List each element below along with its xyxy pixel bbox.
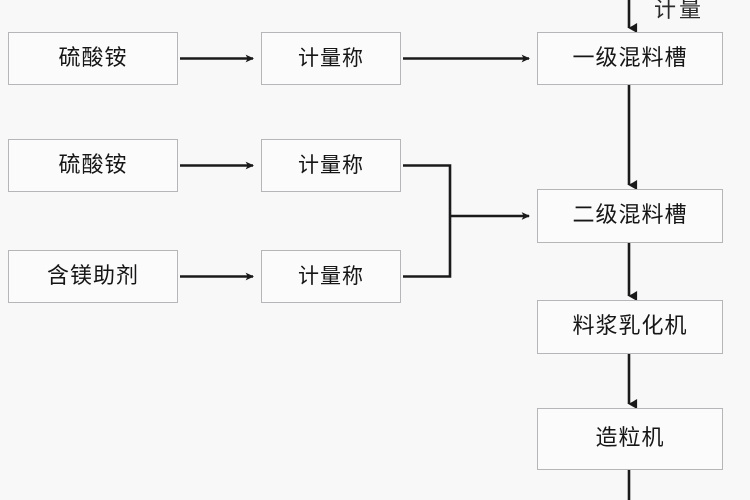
node-ammonium-sulfate-1[interactable]: 硫酸铵 (8, 32, 178, 85)
node-metering-scale-3[interactable]: 计量称 (261, 250, 401, 303)
node-metering-scale-2[interactable]: 计量称 (261, 139, 401, 192)
node-secondary-mixing-tank[interactable]: 二级混料槽 (537, 189, 723, 243)
edge-scales-merge-to-secondary-mixer (403, 164, 530, 278)
node-ammonium-sulfate-2[interactable]: 硫酸铵 (8, 139, 178, 192)
node-label: 含镁助剂 (46, 263, 139, 289)
node-magnesium-additive[interactable]: 含镁助剂 (8, 250, 178, 303)
node-label: 一级混料槽 (572, 45, 688, 71)
node-label: 计量称 (298, 153, 364, 177)
node-metering-scale-1[interactable]: 计量称 (261, 32, 401, 85)
node-granulator[interactable]: 造粒机 (537, 408, 723, 470)
node-label: 计量称 (298, 264, 364, 288)
node-label: 计量称 (298, 46, 364, 70)
node-label: 二级混料槽 (572, 203, 688, 228)
node-label: 硫酸铵 (58, 152, 128, 178)
partial-metering-label: 计量 (654, 0, 705, 23)
node-primary-mixing-tank[interactable]: 一级混料槽 (537, 32, 723, 85)
node-slurry-emulsifier[interactable]: 料浆乳化机 (537, 300, 723, 354)
node-label: 硫酸铵 (58, 45, 128, 71)
node-label: 料浆乳化机 (572, 314, 688, 339)
node-label: 造粒机 (595, 426, 665, 451)
